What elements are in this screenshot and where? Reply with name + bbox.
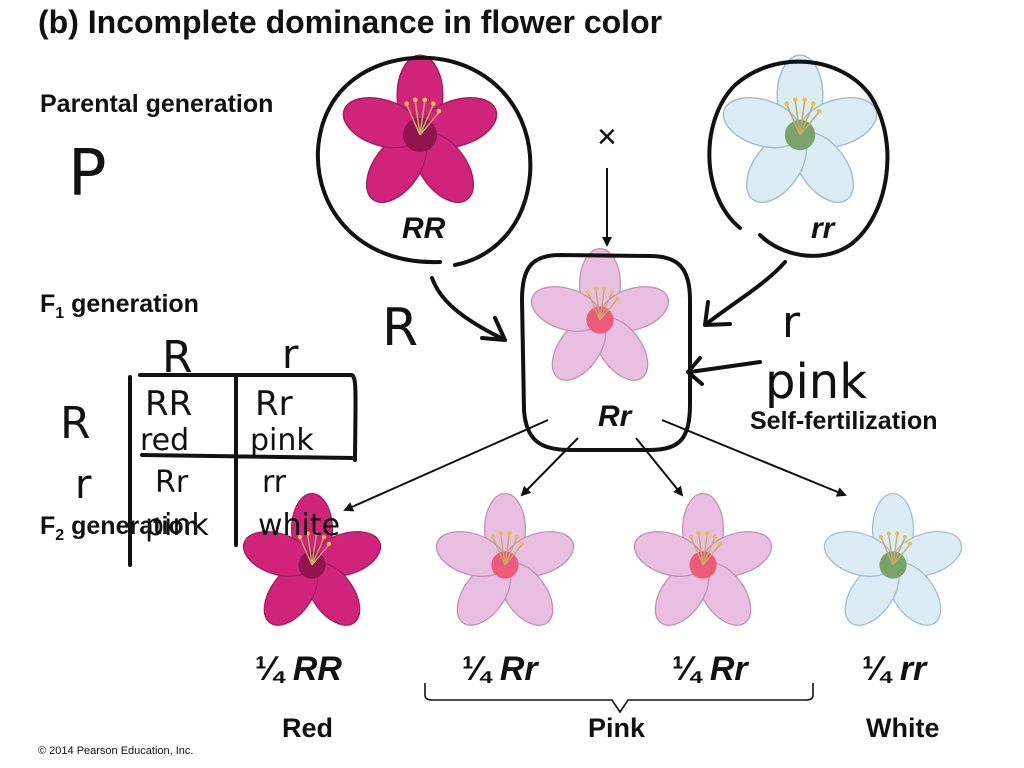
flower-red-parent	[336, 54, 504, 214]
punnett-cell-4-pheno: white	[258, 508, 340, 543]
f2-ratio-1: ¼ RR	[255, 650, 342, 688]
hand-letter-p: P	[68, 137, 107, 211]
punnett-grid	[128, 373, 358, 567]
flower-white-parent	[716, 54, 884, 214]
punnett-cell-2-pheno: pink	[250, 423, 314, 458]
parental-generation-label: Parental generation	[40, 90, 274, 118]
pink-brace	[424, 683, 814, 714]
flower-pink-f1	[525, 247, 675, 391]
punnett-row-r: r	[75, 462, 92, 508]
f1-genotype: Rr	[598, 400, 632, 433]
phenotype-pink-label: Pink	[588, 713, 646, 743]
punnett-cell-1-geno: RR	[145, 384, 192, 424]
cross-symbol: ×	[597, 118, 617, 156]
box-f1	[520, 253, 692, 452]
punnett-col-R: R	[162, 332, 193, 383]
figure-title: (b) Incomplete dominance in flower color	[38, 4, 662, 41]
arrow-to-f2-pink-2	[635, 437, 684, 497]
punnett-cell-1-pheno: red	[140, 423, 189, 458]
copyright-notice: © 2014 Pearson Education, Inc.	[38, 745, 194, 757]
f2-ratio-3: ¼ Rr	[672, 650, 748, 688]
flower-f2-red	[237, 492, 387, 636]
f1-generation-label: F1 generation	[40, 290, 199, 322]
parent-white-genotype: rr	[811, 212, 835, 245]
hand-arrow-from-white	[703, 260, 787, 327]
circle-red-parent	[315, 55, 533, 267]
self-fertilization-label: Self-fertilization	[750, 407, 938, 435]
f2-ratio-4: ¼ rr	[862, 650, 927, 688]
flower-f2-pink-1	[430, 492, 580, 636]
hand-arrow-pink	[686, 356, 762, 386]
punnett-cell-4-geno: rr	[262, 465, 287, 500]
phenotype-white-label: White	[866, 713, 940, 743]
circle-white-parent	[707, 59, 890, 258]
arrow-to-f2-white	[661, 419, 847, 497]
punnett-row-R: R	[60, 398, 91, 449]
f2-ratio-2: ¼ Rr	[462, 650, 538, 688]
figure-title-text: Incomplete dominance in flower color	[87, 4, 663, 40]
punnett-cell-2-geno: Rr	[255, 384, 293, 424]
flower-f2-pink-2	[628, 492, 778, 636]
arrow-to-f2-pink-1	[520, 437, 579, 497]
parent-red-genotype: RR	[402, 212, 446, 245]
hand-pink-note: pink	[765, 354, 867, 410]
punnett-cell-3-pheno: pink	[145, 508, 209, 543]
f2-generation-label: F2 generation	[40, 512, 199, 544]
punnett-cell-3-geno: Rr	[155, 465, 189, 500]
hand-arrow-from-red	[430, 276, 507, 342]
handwritten-annotations	[128, 55, 890, 567]
phenotype-red-label: Red	[282, 713, 334, 743]
flower-f2-white	[818, 492, 968, 636]
punnett-col-r: r	[282, 332, 299, 378]
hand-allele-R: R	[382, 298, 418, 358]
arrow-to-f2-red	[343, 419, 549, 512]
hand-allele-r: r	[782, 297, 801, 348]
figure-part-label: (b)	[38, 4, 79, 40]
